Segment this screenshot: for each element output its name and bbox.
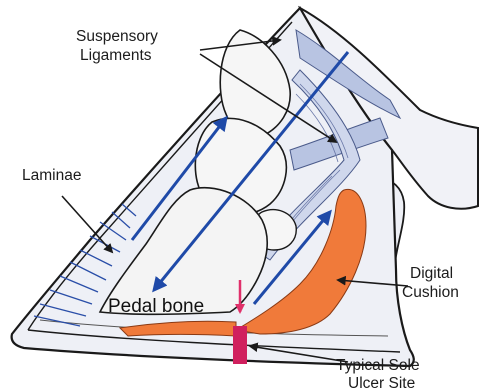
pedal-bone-label: Pedal bone xyxy=(108,296,204,317)
sole-ulcer-marker xyxy=(233,326,247,364)
ulcer-label-line2: Ulcer Site xyxy=(348,375,415,392)
suspensory-label-line2: Ligaments xyxy=(80,47,152,64)
digital-cushion-label-line1: Digital xyxy=(410,265,453,282)
digital-cushion-label-line2: Cushion xyxy=(402,284,459,301)
suspensory-label-line1: Suspensory xyxy=(76,28,158,45)
laminae-label: Laminae xyxy=(22,167,81,184)
ulcer-label-line1: Typical Sole xyxy=(336,357,420,374)
